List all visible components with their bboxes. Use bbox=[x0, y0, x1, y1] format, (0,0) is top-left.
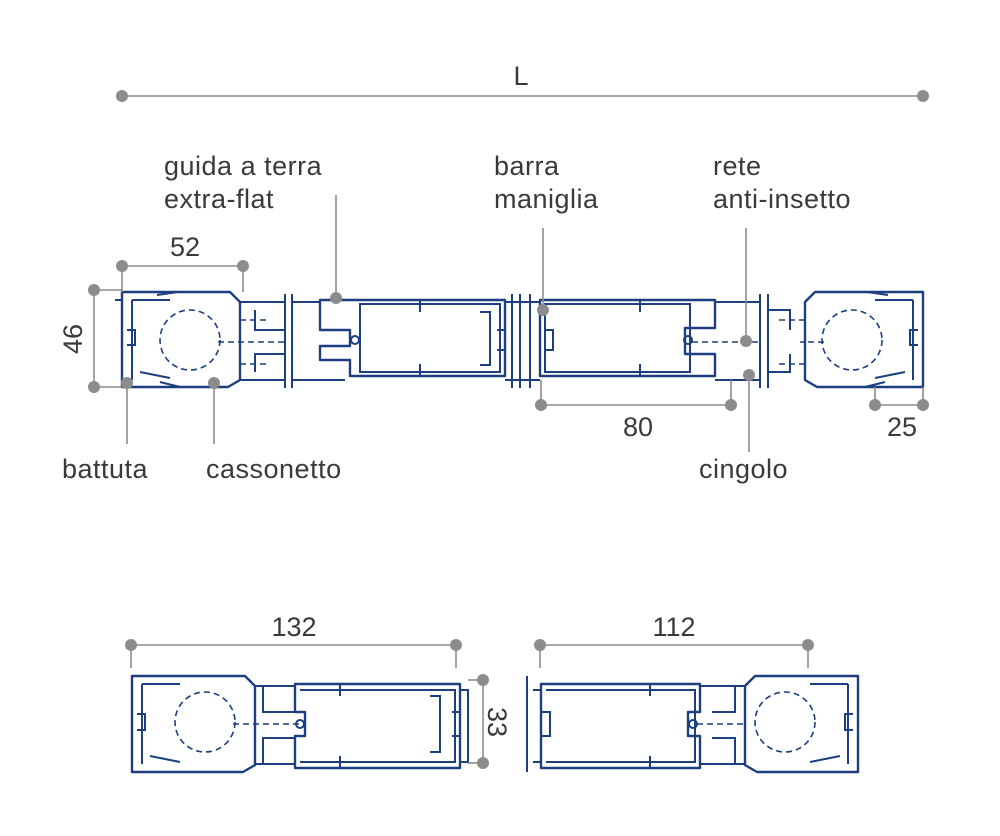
dim-25-label: 25 bbox=[887, 412, 917, 442]
dim-112-label: 112 bbox=[652, 612, 695, 642]
barra-label-line2: maniglia bbox=[494, 184, 599, 214]
dim-33-label: 33 bbox=[482, 707, 512, 737]
dimension-52: 52 bbox=[116, 232, 249, 292]
top-section-profile bbox=[115, 290, 925, 389]
cassonetto-label: cassonetto bbox=[206, 454, 342, 484]
dim-52-label: 52 bbox=[170, 232, 200, 262]
callout-cassonetto: cassonetto bbox=[206, 377, 342, 484]
callout-battuta: battuta bbox=[62, 377, 149, 484]
dimension-25: 25 bbox=[869, 387, 929, 442]
cingolo-label: cingolo bbox=[699, 454, 788, 484]
dimension-112: 112 bbox=[534, 612, 814, 668]
callout-cingolo: cingolo bbox=[699, 369, 788, 484]
dimension-length: L bbox=[116, 61, 929, 102]
bottom-right-profile bbox=[526, 674, 860, 774]
dim-132-label: 132 bbox=[271, 612, 316, 642]
dim-80-label: 80 bbox=[623, 412, 653, 442]
dimension-132: 132 bbox=[125, 612, 462, 668]
dimension-80: 80 bbox=[535, 380, 737, 442]
barra-label-line1: barra bbox=[494, 151, 560, 181]
dim-46-label: 46 bbox=[58, 324, 88, 354]
dimension-33: 33 bbox=[468, 674, 512, 769]
bottom-left-profile bbox=[130, 674, 469, 774]
rete-label-line1: rete bbox=[713, 151, 762, 181]
battuta-label: battuta bbox=[62, 454, 149, 484]
callout-barra: barra maniglia bbox=[494, 151, 599, 316]
rete-label-line2: anti-insetto bbox=[713, 184, 851, 214]
length-label: L bbox=[513, 61, 528, 91]
guida-label-line1: guida a terra bbox=[164, 151, 323, 181]
dimension-46: 46 bbox=[58, 284, 122, 393]
callout-rete: rete anti-insetto bbox=[713, 151, 851, 347]
guida-label-line2: extra-flat bbox=[164, 184, 274, 214]
callout-guida: guida a terra extra-flat bbox=[164, 151, 342, 304]
